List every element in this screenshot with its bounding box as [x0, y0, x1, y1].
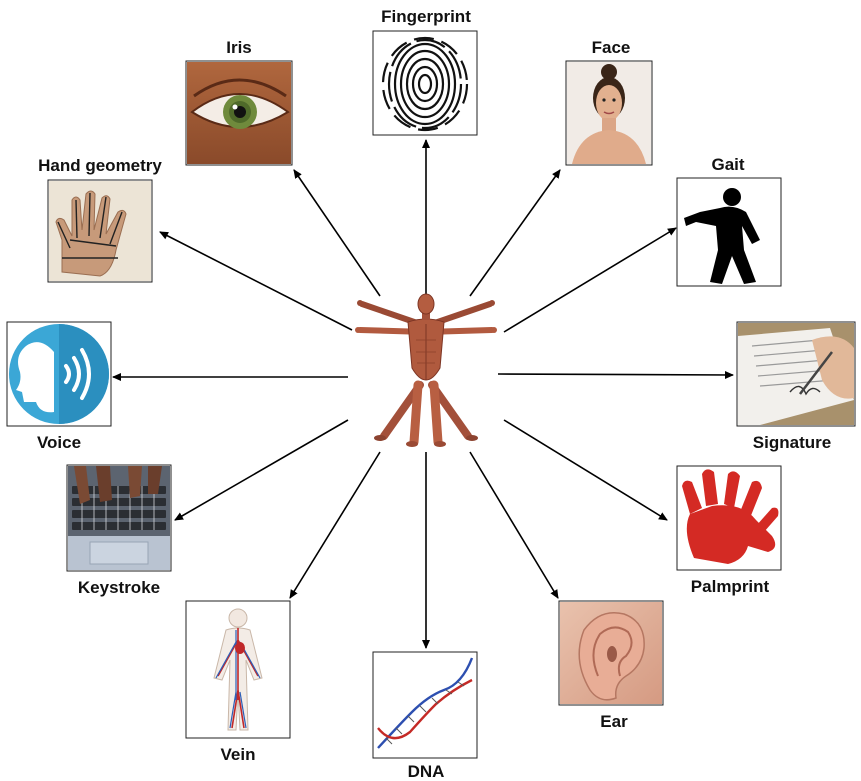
fingerprint-icon	[381, 36, 469, 132]
vein-node: Vein	[185, 600, 291, 764]
walking-silhouette-icon	[684, 188, 760, 284]
arrow-palmprint	[503, 419, 668, 521]
hand-icon	[49, 181, 151, 281]
iris-label: Iris	[226, 38, 252, 57]
arrows	[112, 139, 734, 649]
voice-icon	[9, 324, 109, 424]
eye-icon	[187, 62, 291, 164]
dna-frame	[372, 651, 478, 759]
gait-node: Gait	[676, 155, 782, 287]
signature-icon	[738, 323, 854, 425]
arrow-ear	[469, 451, 559, 599]
vein-body-icon	[213, 608, 263, 731]
keystroke-node: Keystroke	[66, 464, 172, 597]
face-label: Face	[592, 38, 631, 57]
palmprint-node: Palmprint	[676, 465, 782, 596]
voice-label: Voice	[37, 433, 81, 452]
hand-geometry-node: Hand geometry	[38, 156, 162, 283]
arrow-vein	[289, 451, 381, 599]
ear-node: Ear	[558, 600, 664, 731]
dna-node: DNA	[372, 651, 478, 781]
vein-label: Vein	[221, 745, 256, 764]
dna-helix-icon	[377, 657, 474, 749]
human-anatomy-figure	[355, 293, 497, 447]
keystroke-label: Keystroke	[78, 578, 160, 597]
fingerprint-label: Fingerprint	[381, 7, 471, 26]
hand-geometry-label: Hand geometry	[38, 156, 162, 175]
red-handprint-icon	[682, 469, 779, 564]
signature-label: Signature	[753, 433, 831, 452]
palmprint-label: Palmprint	[691, 577, 770, 596]
arrow-keystroke	[174, 419, 349, 521]
ear-icon	[560, 602, 662, 704]
dna-label: DNA	[408, 762, 445, 781]
arrow-hand-geometry	[159, 231, 353, 331]
gait-label: Gait	[711, 155, 744, 174]
voice-node: Voice	[6, 321, 112, 452]
keyboard-icon	[68, 466, 170, 570]
arrow-gait	[503, 227, 677, 333]
arrow-signature	[497, 370, 734, 379]
iris-node: Iris	[185, 38, 293, 166]
arrow-face	[469, 169, 561, 297]
ear-label: Ear	[600, 712, 628, 731]
arrow-iris	[293, 169, 381, 297]
fingerprint-node: Fingerprint	[372, 7, 478, 136]
signature-node: Signature	[736, 321, 856, 452]
face-node: Face	[565, 38, 653, 166]
face-icon	[567, 62, 651, 164]
